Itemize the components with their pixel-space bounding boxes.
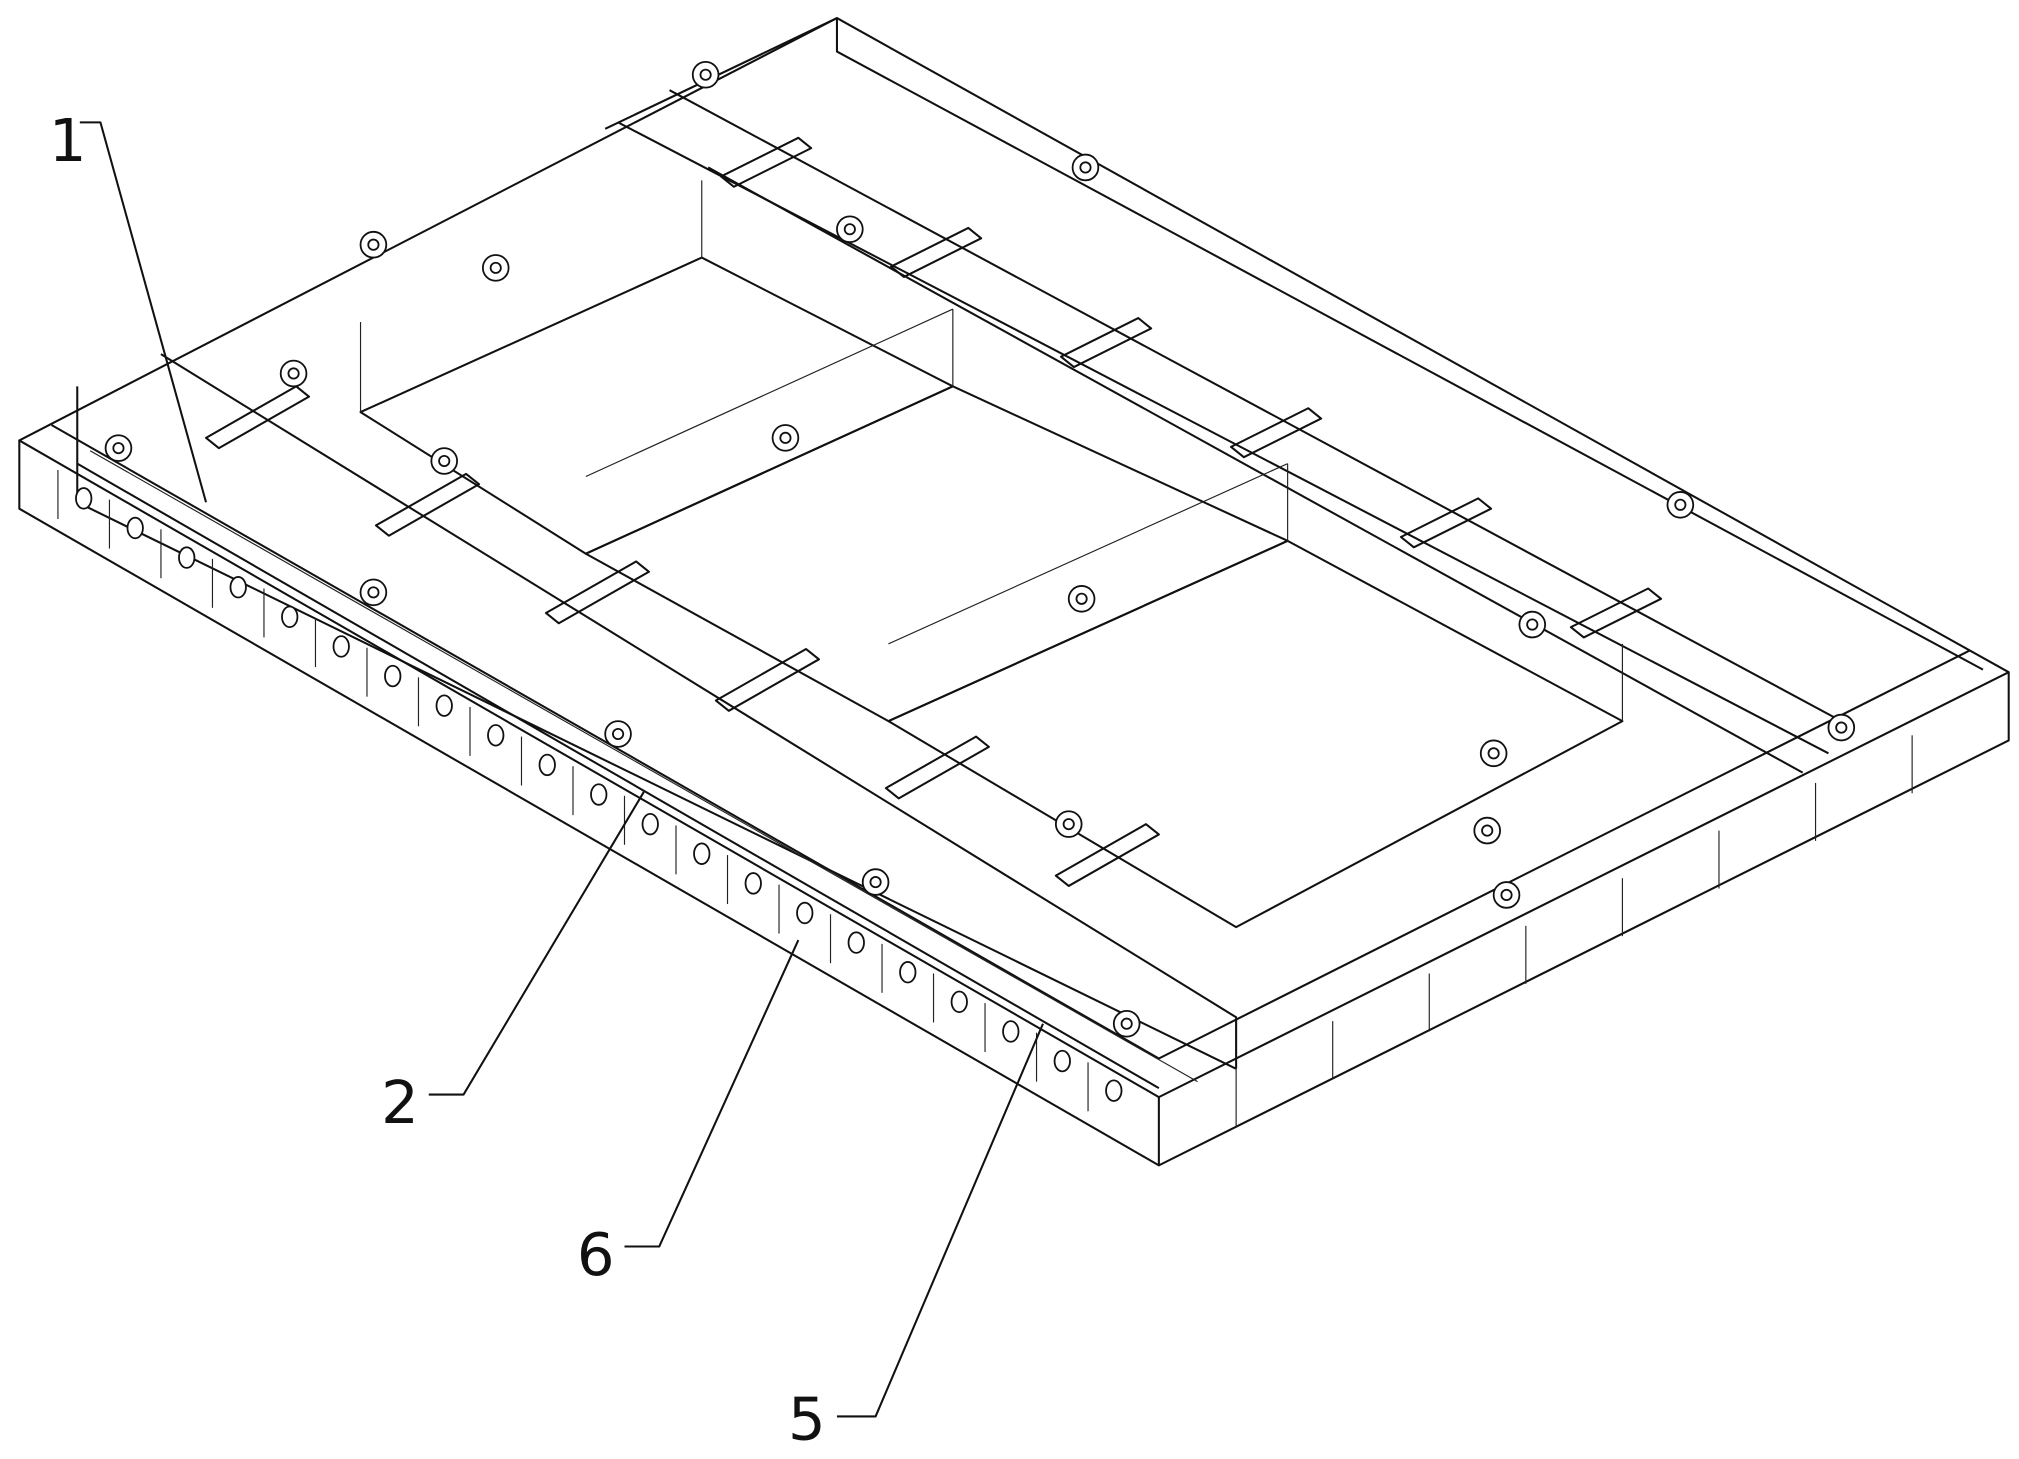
lug-hole — [1501, 890, 1511, 900]
lug-hole — [368, 587, 378, 597]
lug-hole — [439, 456, 449, 466]
cross-rails — [206, 138, 1661, 886]
rib-hole — [900, 962, 915, 983]
lug-hole — [1836, 722, 1846, 732]
clamp-bar — [721, 138, 811, 187]
clamp-bar — [1401, 498, 1491, 547]
outer-frame — [19, 18, 2008, 1165]
rib-hole — [1055, 1051, 1070, 1072]
lug-hole — [700, 70, 710, 80]
lifting-lugs — [106, 62, 1855, 1037]
rib-hole — [849, 932, 864, 953]
lug-hole — [845, 224, 855, 234]
leader-line-2 — [429, 792, 644, 1095]
rib-hole — [694, 843, 709, 864]
lug-hole — [1482, 825, 1492, 835]
clamp-bar — [886, 737, 989, 799]
lug-hole — [491, 263, 501, 273]
label-5-text: 5 — [788, 1385, 826, 1454]
leader-line-1 — [80, 122, 206, 502]
clamp-bar — [376, 474, 479, 536]
lug-hole — [1675, 500, 1685, 510]
leader-line-6 — [624, 940, 798, 1246]
lug-hole — [1080, 162, 1090, 172]
rib-hole — [76, 488, 91, 509]
stiffener-ribs — [58, 470, 1912, 1127]
rib-hole — [488, 725, 503, 746]
rib-hole — [127, 518, 142, 539]
leader-line-5 — [837, 1024, 1043, 1417]
clamp-bar — [1571, 589, 1661, 638]
rib-hole — [437, 695, 452, 716]
label-6-text: 6 — [577, 1220, 615, 1289]
rib-hole — [952, 992, 967, 1013]
label-1-text: 1 — [49, 106, 87, 175]
lug-hole — [613, 729, 623, 739]
clamp-bar — [716, 649, 819, 711]
lug-hole — [1488, 748, 1498, 758]
label-6: 6 — [577, 940, 798, 1289]
rib-hole — [1003, 1021, 1018, 1042]
lug-hole — [780, 433, 790, 443]
clamp-bar — [206, 386, 309, 448]
lug-hole — [1122, 1019, 1132, 1029]
lug-hole — [870, 877, 880, 887]
lug-hole — [288, 368, 298, 378]
lug-hole — [368, 240, 378, 250]
rib-hole — [179, 547, 194, 568]
rib-hole — [643, 814, 658, 835]
lug-hole — [1076, 594, 1086, 604]
rib-hole — [1106, 1080, 1121, 1101]
rib-hole — [333, 636, 348, 657]
clamp-bar — [891, 228, 981, 277]
rib-hole — [282, 607, 297, 628]
lug-hole — [1064, 819, 1074, 829]
lug-hole — [1527, 619, 1537, 629]
label-5: 5 — [788, 1024, 1043, 1454]
side-beam-front — [77, 354, 1236, 1082]
label-2: 2 — [381, 792, 644, 1137]
rib-hole — [797, 903, 812, 924]
rib-hole — [746, 873, 761, 894]
rib-hole — [385, 666, 400, 687]
rib-hole — [591, 784, 606, 805]
lug-hole — [113, 443, 123, 453]
label-2-text: 2 — [381, 1068, 419, 1137]
clamp-bar — [546, 561, 649, 623]
rib-hole — [230, 577, 245, 598]
rib-hole — [540, 755, 555, 776]
